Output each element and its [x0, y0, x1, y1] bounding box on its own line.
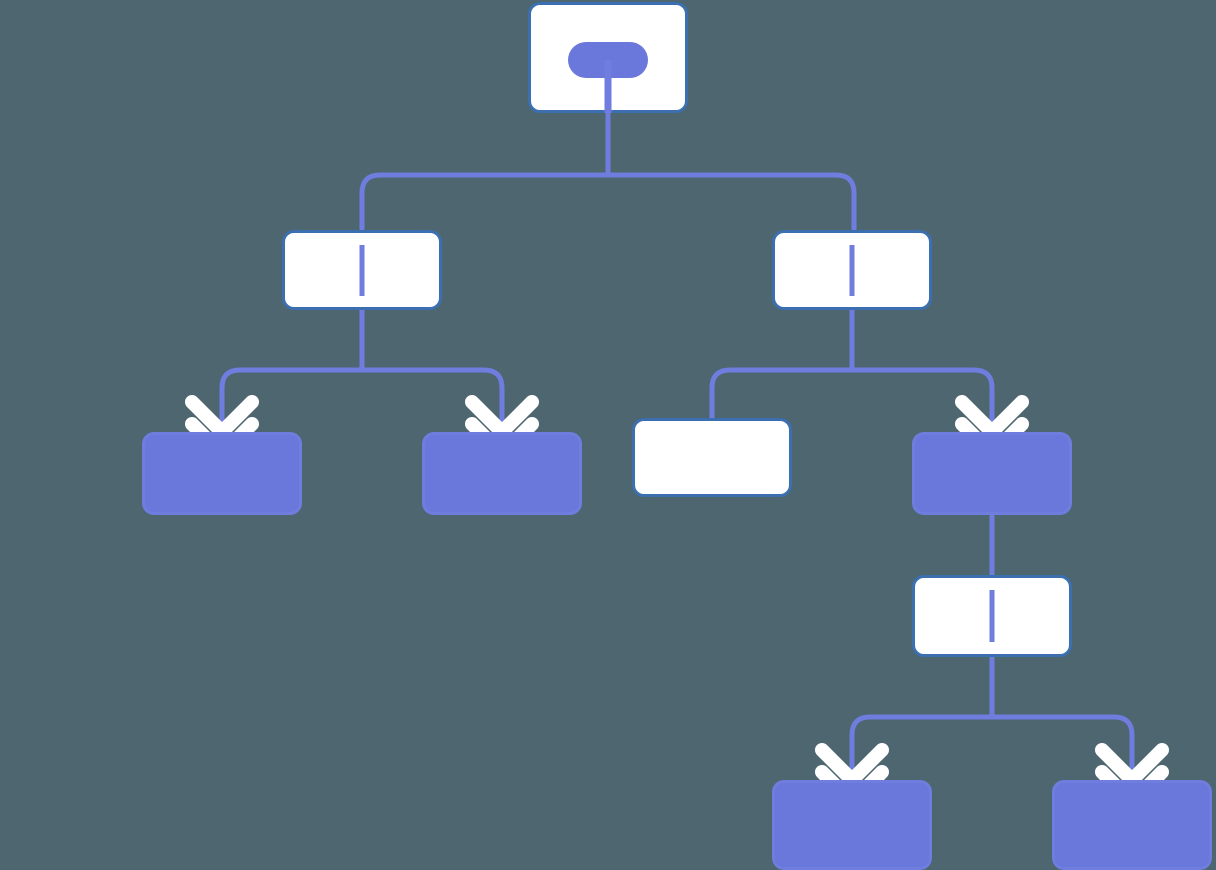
node-l3c[interactable]	[632, 418, 792, 497]
chevron-1	[955, 395, 1029, 439]
node-l4a[interactable]	[912, 575, 1072, 657]
node-l5b[interactable]	[1052, 780, 1212, 870]
root-pill-badge[interactable]	[568, 42, 648, 78]
node-l3b[interactable]	[422, 432, 582, 515]
node-l5a[interactable]	[772, 780, 932, 870]
node-l3a[interactable]	[142, 432, 302, 515]
chevron-1	[1095, 743, 1169, 787]
node-l2b[interactable]	[772, 230, 932, 310]
connector-p-root-split	[359, 172, 857, 230]
connector-p-l4a-split	[849, 714, 1135, 780]
chevron-1	[185, 395, 259, 439]
chevron-1	[465, 395, 539, 439]
node-l2a[interactable]	[282, 230, 442, 310]
chevron-1	[815, 743, 889, 787]
connector-p-l2a-split	[219, 367, 505, 432]
node-l3d[interactable]	[912, 432, 1072, 515]
